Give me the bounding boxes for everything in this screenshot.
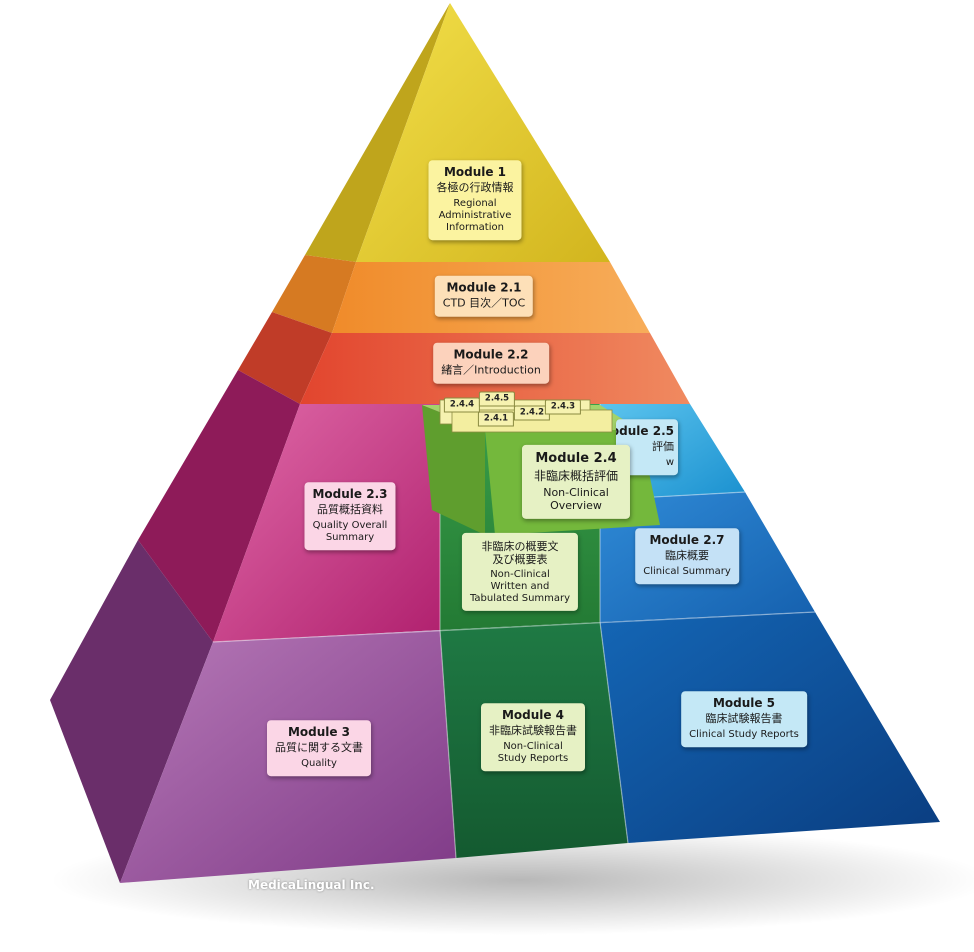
module-5-title: Module 5 bbox=[712, 696, 776, 711]
module-2-1-jp: CTD 目次／TOC bbox=[442, 297, 526, 311]
module-2-3-en-line-2: Summary bbox=[325, 531, 375, 543]
module-4-jp: 非臨床試験報告書 bbox=[489, 724, 577, 738]
module-2-3-en-line-1: Quality Overall bbox=[312, 519, 388, 531]
side-face-module-2-3 bbox=[138, 370, 300, 642]
file-tab: 2.4.3 bbox=[544, 399, 582, 415]
module-1-title: Module 1 bbox=[443, 165, 507, 180]
module-2-5-en: w bbox=[665, 456, 674, 468]
module-2-4-title: Module 2.4 bbox=[535, 450, 617, 466]
module-2-6-en-line-3: Tabulated Summary bbox=[469, 593, 571, 605]
module-2-7-en: Clinical Summary bbox=[643, 565, 731, 577]
label-module-2-2: Module 2.2 緒言／Introduction bbox=[433, 342, 549, 384]
module-2-5-title: Module 2.5 bbox=[616, 424, 674, 439]
module-2-7-title: Module 2.7 bbox=[649, 533, 725, 548]
label-module-2-6: 非臨床の概要文 及び概要表 Non-Clinical Written and T… bbox=[461, 532, 579, 612]
file-box-side bbox=[422, 405, 485, 535]
module-4-title: Module 4 bbox=[501, 708, 565, 723]
module-4-en-line-2: Study Reports bbox=[497, 752, 569, 764]
side-face-module-3 bbox=[50, 540, 213, 883]
module-1-jp: 各極の行政情報 bbox=[436, 181, 514, 195]
module-2-5-jp: 評価 bbox=[652, 440, 674, 454]
module-5-en: Clinical Study Reports bbox=[689, 728, 799, 740]
module-2-3-jp: 品質概括資料 bbox=[316, 503, 383, 517]
module-2-4-jp: 非臨床概括評価 bbox=[533, 468, 619, 483]
file-tab: 2.4.4 bbox=[443, 397, 481, 413]
module-1-en-line-3: Information bbox=[446, 221, 504, 233]
module-4-en-line-1: Non-Clinical bbox=[503, 740, 563, 752]
label-module-2-7: Module 2.7 臨床概要 Clinical Summary bbox=[635, 528, 739, 584]
module-2-6-en-line-2: Written and bbox=[490, 581, 550, 593]
label-module-1: Module 1 各極の行政情報 Regional Administrative… bbox=[428, 160, 522, 240]
module-2-2-title: Module 2.2 bbox=[453, 347, 529, 362]
file-tab: 2.4.5 bbox=[478, 391, 516, 407]
side-face-module-2-2 bbox=[238, 312, 332, 404]
label-module-2-3: Module 2.3 品質概括資料 Quality Overall Summar… bbox=[304, 482, 396, 550]
file-tab: 2.4.1 bbox=[477, 411, 515, 427]
credit-text: MedicaLingual Inc. bbox=[248, 878, 375, 892]
module-2-7-jp: 臨床概要 bbox=[664, 549, 709, 563]
module-2-3-title: Module 2.3 bbox=[312, 487, 388, 502]
module-2-6-jp-line-2: 及び概要表 bbox=[492, 553, 548, 566]
module-2-4-en-line-2: Overview bbox=[550, 498, 602, 512]
module-3-title: Module 3 bbox=[287, 725, 351, 740]
side-face-module-1 bbox=[305, 3, 450, 262]
label-module-2-4: Module 2.4 非臨床概括評価 Non-Clinical Overview bbox=[521, 444, 631, 520]
module-2-6-en-line-1: Non-Clinical bbox=[490, 569, 550, 581]
module-2-1-title: Module 2.1 bbox=[446, 280, 522, 295]
module-1-en-line-1: Regional bbox=[453, 197, 497, 209]
label-module-5: Module 5 臨床試験報告書 Clinical Study Reports bbox=[681, 691, 807, 747]
side-face-module-2-1 bbox=[272, 255, 356, 333]
module-2-4-en-line-1: Non-Clinical bbox=[543, 485, 609, 499]
module-2-2-jp: 緒言／Introduction bbox=[441, 364, 541, 378]
module-3-jp: 品質に関する文書 bbox=[275, 741, 363, 755]
band-module-1 bbox=[356, 3, 610, 262]
label-module-3: Module 3 品質に関する文書 Quality bbox=[267, 720, 371, 776]
label-module-2-1: Module 2.1 CTD 目次／TOC bbox=[434, 275, 534, 317]
module-1-en-line-2: Administrative bbox=[438, 209, 512, 221]
label-module-4: Module 4 非臨床試験報告書 Non-Clinical Study Rep… bbox=[481, 703, 585, 771]
module-5-jp: 臨床試験報告書 bbox=[705, 712, 783, 726]
module-3-en: Quality bbox=[301, 757, 337, 769]
module-2-6-jp-line-1: 非臨床の概要文 bbox=[481, 539, 559, 553]
